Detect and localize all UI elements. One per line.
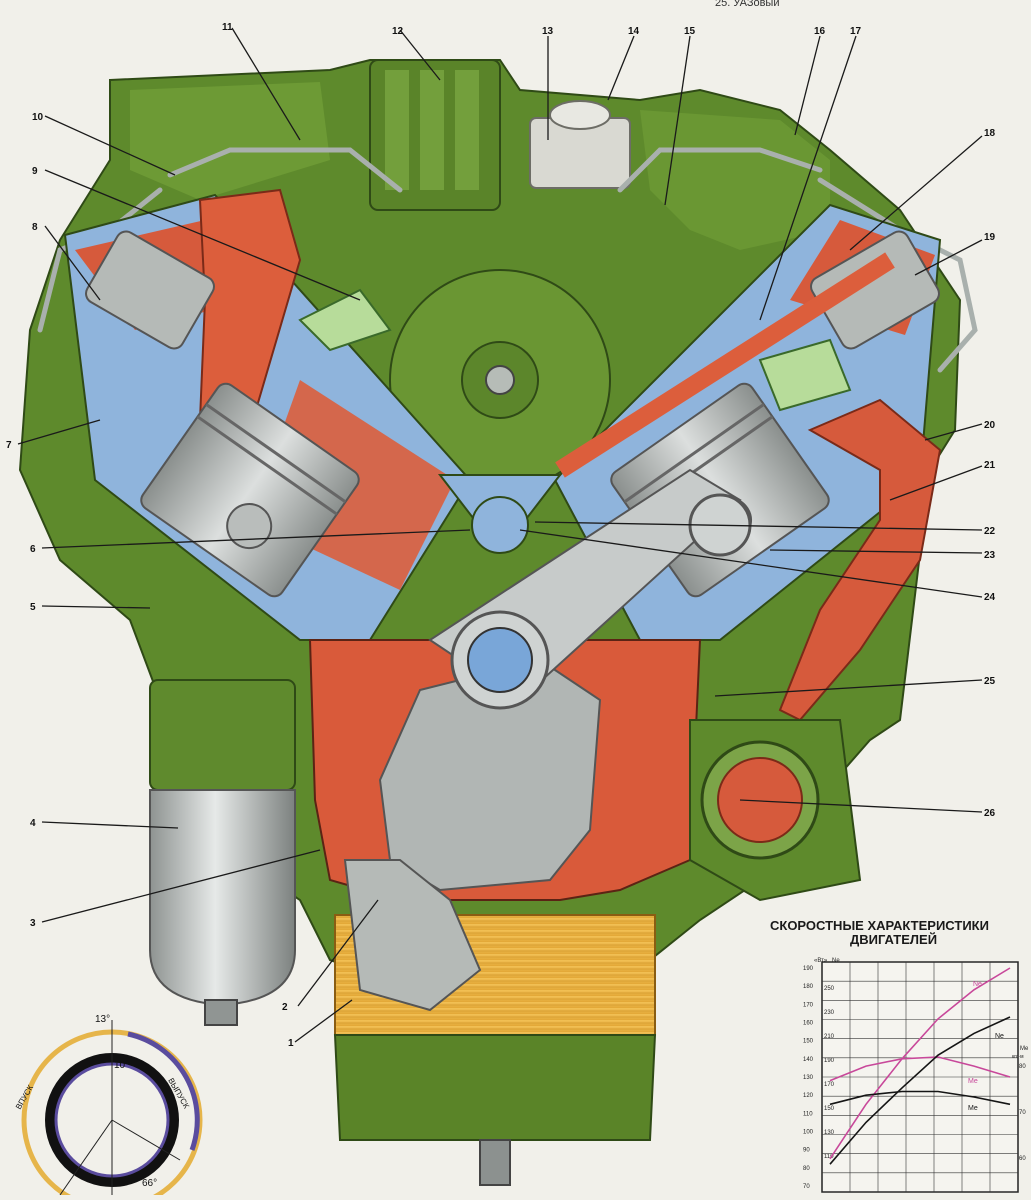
left-axis-top: Nе [832,958,840,964]
callout-number-26: 26 [984,808,996,819]
chart-title-line1: СКОРОСТНЫЕ ХАРАКТЕРИСТИКИ [770,918,989,933]
tick-outer: 70 [803,1184,810,1190]
tick-outer: 110 [803,1111,813,1117]
callout-number-15: 15 [684,26,696,37]
tick-outer: 100 [803,1130,814,1136]
callout-number-5: 5 [30,602,36,613]
tick-outer: 130 [803,1075,814,1081]
tick-outer: 160 [803,1021,814,1027]
callout-number-6: 6 [30,544,36,555]
chart-series [829,967,1011,1165]
angle-10: 10° [114,1060,129,1071]
callout-number-11: 11 [222,22,233,33]
flywheel-housing [689,719,862,902]
series-label-me-black: Mе [968,1105,978,1112]
callout-number-21: 21 [984,460,996,471]
callout-number-17: 17 [850,26,862,37]
callout-number-23: 23 [984,550,996,561]
series-line-3 [829,1090,1011,1106]
angle-66: 66° [142,1178,157,1189]
chart-ticks: 190 180 170 160 150 140 130 120 110 100 90 80 70 250 2… [803,966,1026,1190]
tick-outer: 140 [803,1057,814,1063]
tick-right: 70 [1019,1110,1026,1116]
tick-outer: 190 [803,966,814,972]
callout-number-3: 3 [30,918,36,929]
tick-outer: 150 [803,1039,814,1045]
callout-number-13: 13 [542,26,554,37]
callout-number-4: 4 [30,818,36,829]
right-axis-unit: кгс·м [1012,1054,1024,1060]
chart-title-line2: ДВИГАТЕЛЕЙ [850,932,937,947]
oil-filter [149,679,296,1026]
callout-lines [17,27,983,1043]
callout-number-24: 24 [984,592,996,603]
callout-number-14: 14 [628,26,640,37]
callout-number-25: 25 [984,676,996,687]
series-line-1 [829,1056,1011,1082]
callout-number-10: 10 [32,112,44,123]
tick-inner: 210 [824,1034,835,1040]
callout-number-18: 18 [984,128,996,139]
oil-sump [333,859,657,1186]
callout-number-7: 7 [6,440,12,451]
tick-inner: 250 [824,986,835,992]
header-text: 25. УАЗовый [715,0,779,9]
series-label-me-magenta: Mе [968,1078,978,1085]
callout-number-19: 19 [984,232,996,243]
right-axis-top: Mе [1020,1046,1029,1052]
tick-outer: 170 [803,1002,814,1008]
crankcase [308,468,752,901]
tick-outer: 180 [803,984,814,990]
tick-inner: 130 [824,1130,835,1136]
callout-number-1: 1 [288,1038,294,1049]
series-line-2 [829,1016,1011,1165]
callout-number-22: 22 [984,526,996,537]
series-line-0 [829,967,1011,1160]
callout-number-16: 16 [814,26,826,37]
tick-right: 60 [1019,1156,1026,1162]
callout-number-9: 9 [32,166,38,177]
callout-number-20: 20 [984,420,996,431]
series-label-ne-black: Nе [995,1033,1004,1040]
tick-right: 80 [1019,1064,1026,1070]
callout-number-2: 2 [282,1002,288,1013]
tick-inner: 150 [824,1106,835,1112]
exhaust-arc [127,1031,200,1151]
series-label-ne-magenta: Nе [973,981,982,988]
valve-timing-diagram: 13° 10° 66° ВПУСК ВЫПУСК [14,1014,203,1200]
tick-inner: 170 [824,1082,835,1088]
tick-outer: 120 [803,1093,814,1099]
angle-13: 13° [95,1014,110,1025]
chart-grid [822,961,1018,1193]
tick-inner: 230 [824,1010,835,1016]
tick-outer: 80 [803,1166,810,1172]
callout-number-8: 8 [32,222,38,233]
left-axis-unit: «Вт» [814,958,828,964]
tick-inner: 190 [824,1058,835,1064]
callout-number-12: 12 [392,26,404,37]
tick-outer: 90 [803,1148,810,1154]
tick-inner: 110 [824,1154,834,1160]
speed-chart: СКОРОСТНЫЕ ХАРАКТЕРИСТИКИ ДВИГАТЕЛЕЙ 190… [770,918,1029,1193]
